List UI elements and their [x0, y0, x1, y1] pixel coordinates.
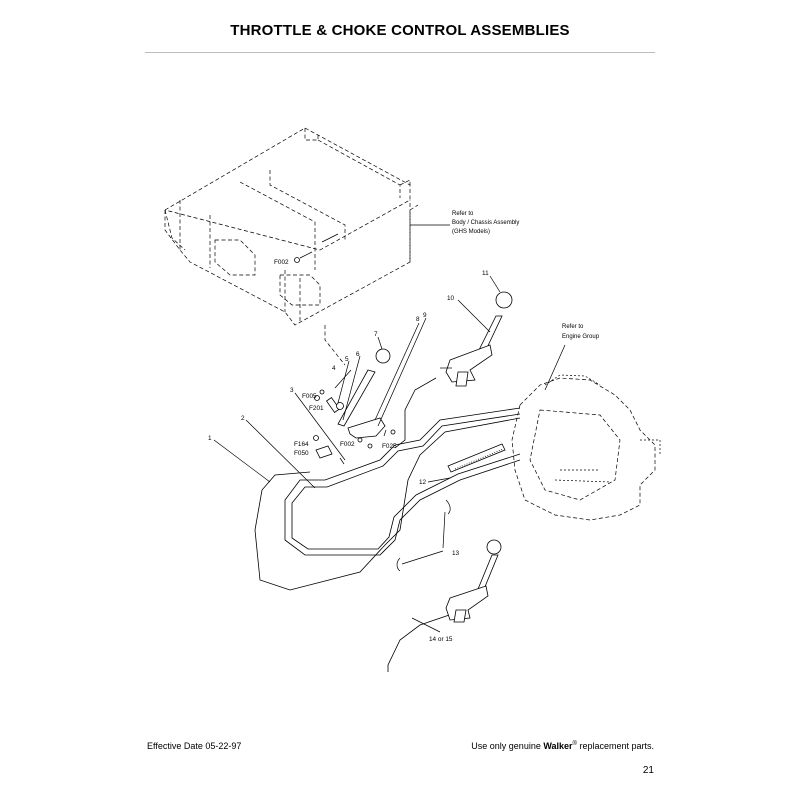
- label-part-10: 10: [447, 295, 455, 302]
- page-title: THROTTLE & CHOKE CONTROL ASSEMBLIES: [230, 22, 570, 39]
- effective-date: Effective Date 05-22-97: [147, 741, 242, 751]
- part-10-lever-top: [440, 315, 503, 387]
- leader-lines: [213, 275, 501, 633]
- label-f201: F201: [309, 405, 324, 412]
- page-number: 21: [642, 765, 654, 776]
- label-part-4: 4: [332, 365, 336, 372]
- part-12-sleeve: [447, 443, 506, 473]
- cable-throttle: [284, 407, 521, 556]
- label-part-2: 2: [241, 415, 245, 422]
- label-f164: F164: [294, 441, 309, 448]
- notice-suffix: replacement parts.: [576, 741, 654, 751]
- leader-engine-group: [544, 344, 566, 391]
- label-f002-top: F002: [274, 259, 289, 266]
- label-part-1: 1: [208, 435, 212, 442]
- note-engine-group-line2: Engine Group: [562, 334, 600, 340]
- hardware-cluster: [313, 348, 396, 465]
- label-part-11: 11: [482, 270, 489, 277]
- body-chassis-outline: [164, 127, 419, 366]
- label-part-8: 8: [416, 316, 420, 323]
- label-f002-mid: F002: [340, 441, 355, 448]
- label-part-12: 12: [419, 479, 427, 486]
- label-part-5: 5: [345, 356, 349, 363]
- label-part-14-or-15: 14 or 15: [429, 636, 453, 643]
- part-lever-bottom: [445, 554, 499, 623]
- note-engine-group-line1: Refer to: [562, 324, 584, 330]
- label-part-6: 6: [356, 351, 360, 358]
- part-13-clips: [396, 499, 451, 572]
- part-knob-bottom: [486, 539, 502, 555]
- genuine-parts-notice: Use only genuine Walker® replacement par…: [471, 741, 654, 751]
- label-f005: F005: [302, 393, 317, 400]
- label-part-3: 3: [290, 387, 294, 394]
- notice-prefix: Use only genuine: [471, 741, 544, 751]
- note-body-chassis-line1: Refer to: [452, 211, 474, 217]
- label-part-9: 9: [423, 312, 427, 319]
- notice-registered-mark: ®: [572, 741, 577, 747]
- title-rule: [145, 52, 655, 53]
- note-body-chassis-line2: Body / Chassis Assembly: [452, 220, 519, 226]
- engine-outline: [511, 374, 661, 521]
- note-body-chassis-line3: (GHS Models): [452, 229, 490, 235]
- notice-brand: Walker: [543, 741, 573, 751]
- label-f050: F050: [294, 450, 309, 457]
- label-part-13: 13: [452, 550, 460, 557]
- label-part-7: 7: [374, 331, 378, 338]
- part-11-knob-top: [495, 291, 513, 309]
- label-f025: F025: [382, 443, 397, 450]
- cable-choke: [254, 377, 521, 672]
